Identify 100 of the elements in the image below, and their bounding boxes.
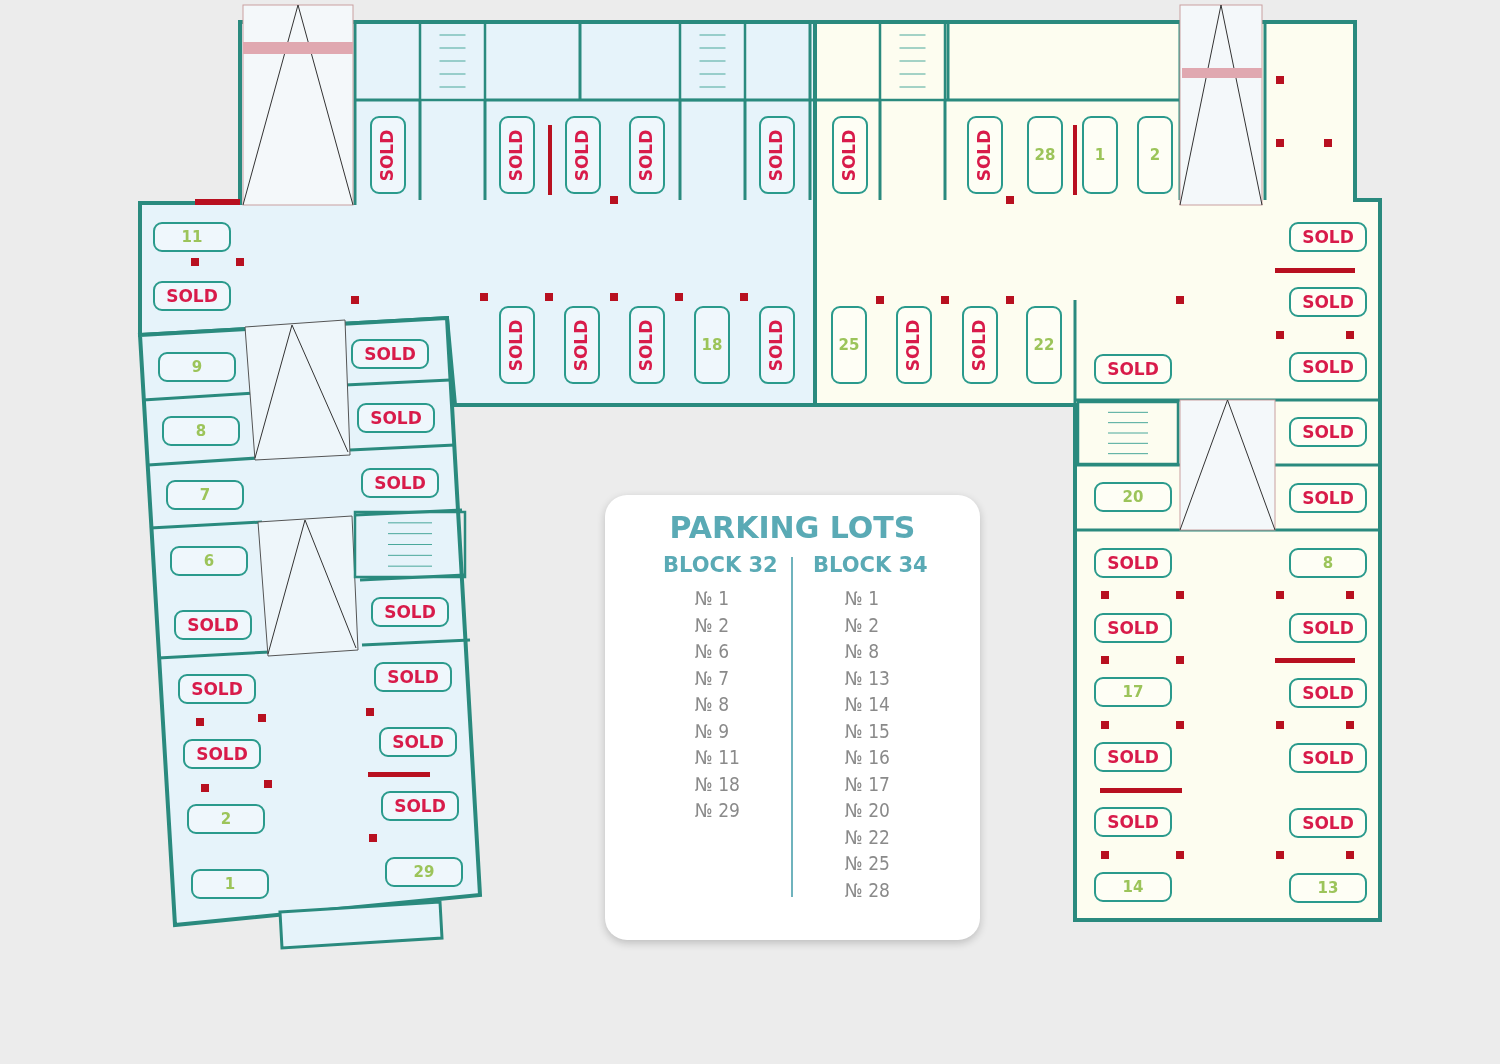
parked-car: [158, 352, 236, 382]
lot-number: № 15: [845, 719, 890, 742]
parked-car: [153, 281, 231, 311]
parked-car: [1289, 352, 1367, 382]
spot-number: 13: [1317, 880, 1339, 896]
lot-number: № 28: [845, 878, 890, 901]
parked-car: [694, 306, 730, 384]
spot-number: 8: [195, 423, 207, 439]
parked-car: [153, 222, 231, 252]
sold-label: SOLD: [187, 616, 239, 634]
parked-car: [564, 306, 600, 384]
sold-label: SOLD: [364, 345, 416, 363]
spot-number: 1: [1094, 147, 1106, 163]
parked-car: [1094, 677, 1172, 707]
sold-label: SOLD: [1302, 684, 1354, 702]
sold-label: SOLD: [1107, 748, 1159, 766]
sold-label: SOLD: [638, 129, 656, 181]
sold-label: SOLD: [379, 129, 397, 181]
lot-number: № 11: [695, 746, 740, 768]
parked-car: [170, 546, 248, 576]
sold-label: SOLD: [1302, 619, 1354, 637]
parked-car: [166, 480, 244, 510]
parked-car: [162, 416, 240, 446]
parked-car: [831, 306, 867, 384]
parked-car: [187, 804, 265, 834]
parked-car: [1027, 116, 1063, 194]
parked-car: [183, 739, 261, 769]
parked-car: [1082, 116, 1118, 194]
sold-label: SOLD: [638, 319, 656, 371]
lot-number: № 8: [845, 640, 880, 662]
lot-number: № 7: [695, 666, 730, 689]
sold-label: SOLD: [1302, 423, 1354, 441]
parked-car: [1094, 807, 1172, 837]
parked-car: [967, 116, 1003, 194]
parked-car: [357, 403, 435, 433]
parked-car: [370, 116, 406, 194]
parked-car: [962, 306, 998, 384]
sold-label: SOLD: [374, 474, 426, 492]
parked-car: [1094, 482, 1172, 512]
parked-car: [374, 662, 452, 692]
sold-label: SOLD: [370, 409, 422, 427]
column-heading: BLOCK 34: [813, 553, 928, 577]
spot-number: 22: [1033, 337, 1055, 353]
sold-label: SOLD: [384, 603, 436, 621]
spot-number: 1: [224, 876, 236, 892]
sold-label: SOLD: [1107, 360, 1159, 378]
parked-car: [832, 116, 868, 194]
sold-label: SOLD: [841, 129, 859, 181]
spot-number: 29: [413, 864, 435, 880]
spot-number: 20: [1122, 489, 1144, 505]
parked-car: [1094, 872, 1172, 902]
sold-label: SOLD: [387, 668, 439, 686]
parked-car: [1289, 417, 1367, 447]
parked-car: [896, 306, 932, 384]
parked-car: [371, 597, 449, 627]
parked-car: [178, 674, 256, 704]
column-heading: BLOCK 32: [663, 553, 778, 577]
spot-number: 17: [1122, 684, 1144, 700]
sold-label: SOLD: [191, 680, 243, 698]
sold-label: SOLD: [508, 319, 526, 371]
sold-label: SOLD: [508, 129, 526, 181]
sold-label: SOLD: [1107, 554, 1159, 572]
lot-number: № 1: [845, 587, 880, 609]
sold-label: SOLD: [574, 129, 592, 181]
spot-number: 2: [220, 811, 232, 827]
sold-label: SOLD: [976, 129, 994, 181]
lot-number: № 22: [845, 825, 890, 848]
parked-car: [565, 116, 601, 194]
parked-car: [759, 116, 795, 194]
parked-car: [629, 306, 665, 384]
lot-number: № 2: [695, 613, 730, 636]
sold-label: SOLD: [1302, 489, 1354, 507]
sold-label: SOLD: [196, 745, 248, 763]
sold-label: SOLD: [1302, 814, 1354, 832]
parked-car: [1026, 306, 1062, 384]
parked-car: [174, 610, 252, 640]
lot-number: № 9: [695, 719, 730, 742]
lot-number: № 29: [695, 799, 740, 821]
parked-car: [1094, 742, 1172, 772]
panel-title: PARKING LOTS: [668, 510, 917, 545]
spot-number: 6: [203, 553, 215, 569]
sold-label: SOLD: [573, 319, 591, 371]
lot-number: № 6: [695, 640, 730, 662]
sold-label: SOLD: [1302, 293, 1354, 311]
parked-car: [1289, 808, 1367, 838]
spot-number: 14: [1122, 879, 1144, 895]
lot-number: № 14: [845, 693, 890, 715]
spot-number: 28: [1034, 147, 1056, 163]
sold-label: SOLD: [1107, 619, 1159, 637]
spot-number: 9: [191, 359, 203, 375]
spot-number: 7: [199, 487, 211, 503]
parked-car: [1094, 548, 1172, 578]
lot-number: № 20: [845, 799, 890, 821]
parked-car: [1289, 678, 1367, 708]
sold-label: SOLD: [768, 129, 786, 181]
parked-car: [191, 869, 269, 899]
sold-label: SOLD: [768, 319, 786, 371]
sold-label: SOLD: [1302, 228, 1354, 246]
parked-car: [1289, 873, 1367, 903]
spot-number: 18: [701, 337, 723, 353]
